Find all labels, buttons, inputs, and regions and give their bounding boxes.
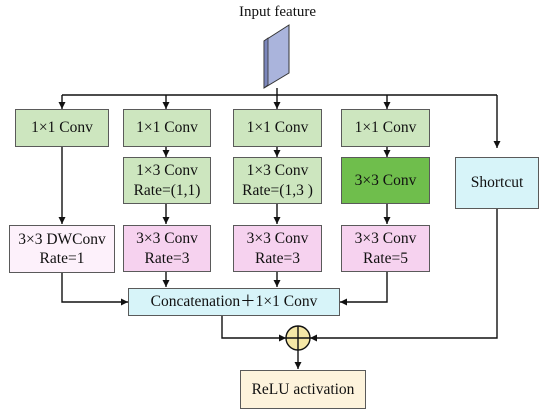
sum-node — [285, 325, 311, 351]
branch1-dwconv-rate: Rate=1 — [39, 250, 85, 267]
branch3-1x3-conv-rate: Rate=(1,3 ) — [242, 181, 313, 199]
branch2-1x1-conv: 1×1 Conv — [123, 109, 211, 147]
branch4-dilated-conv: 3×3 Conv Rate=5 — [341, 225, 430, 272]
branch4-1x1-conv: 1×1 Conv — [341, 109, 430, 147]
branch4-dilated-conv-label: 3×3 Conv — [354, 230, 417, 248]
branch1-1x1-conv: 1×1 Conv — [15, 109, 109, 147]
branch3-1x3-conv: 1×3 Conv Rate=(1,3 ) — [233, 157, 322, 204]
branch2-1x3-conv-label: 1×3 Conv — [136, 162, 198, 180]
branch2-1x3-conv: 1×3 Conv Rate=(1,1) — [123, 157, 211, 204]
branch2-dilated-conv: 3×3 Conv Rate=3 — [123, 225, 211, 272]
branch4-3x3-conv: 3×3 Conv — [341, 157, 430, 204]
branch3-1x3-conv-label: 1×3 Conv — [246, 162, 309, 180]
branch2-dilated-conv-rate: Rate=3 — [144, 249, 190, 267]
branch3-1x1-conv: 1×1 Conv — [233, 109, 322, 147]
relu-activation-box: ReLU activation — [240, 370, 366, 409]
input-feature-label: Input feature — [238, 4, 317, 20]
branch4-dilated-conv-rate: Rate=5 — [363, 249, 408, 267]
branch1-dwconv-label: 3×3 DWConv — [18, 230, 106, 248]
branch3-dilated-conv: 3×3 Conv Rate=3 — [233, 225, 322, 272]
branch3-dilated-conv-label: 3×3 Conv — [246, 230, 309, 248]
branch3-dilated-conv-rate: Rate=3 — [255, 249, 300, 267]
shortcut-box: Shortcut — [455, 157, 539, 209]
branch2-1x3-conv-rate: Rate=(1,1) — [133, 181, 201, 199]
branch2-dilated-conv-label: 3×3 Conv — [136, 230, 198, 248]
concatenation-box: Concatenation＋1×1 Conv — [128, 288, 340, 316]
branch1-dwconv: 3×3 DWConv Rate=1 — [9, 225, 115, 273]
